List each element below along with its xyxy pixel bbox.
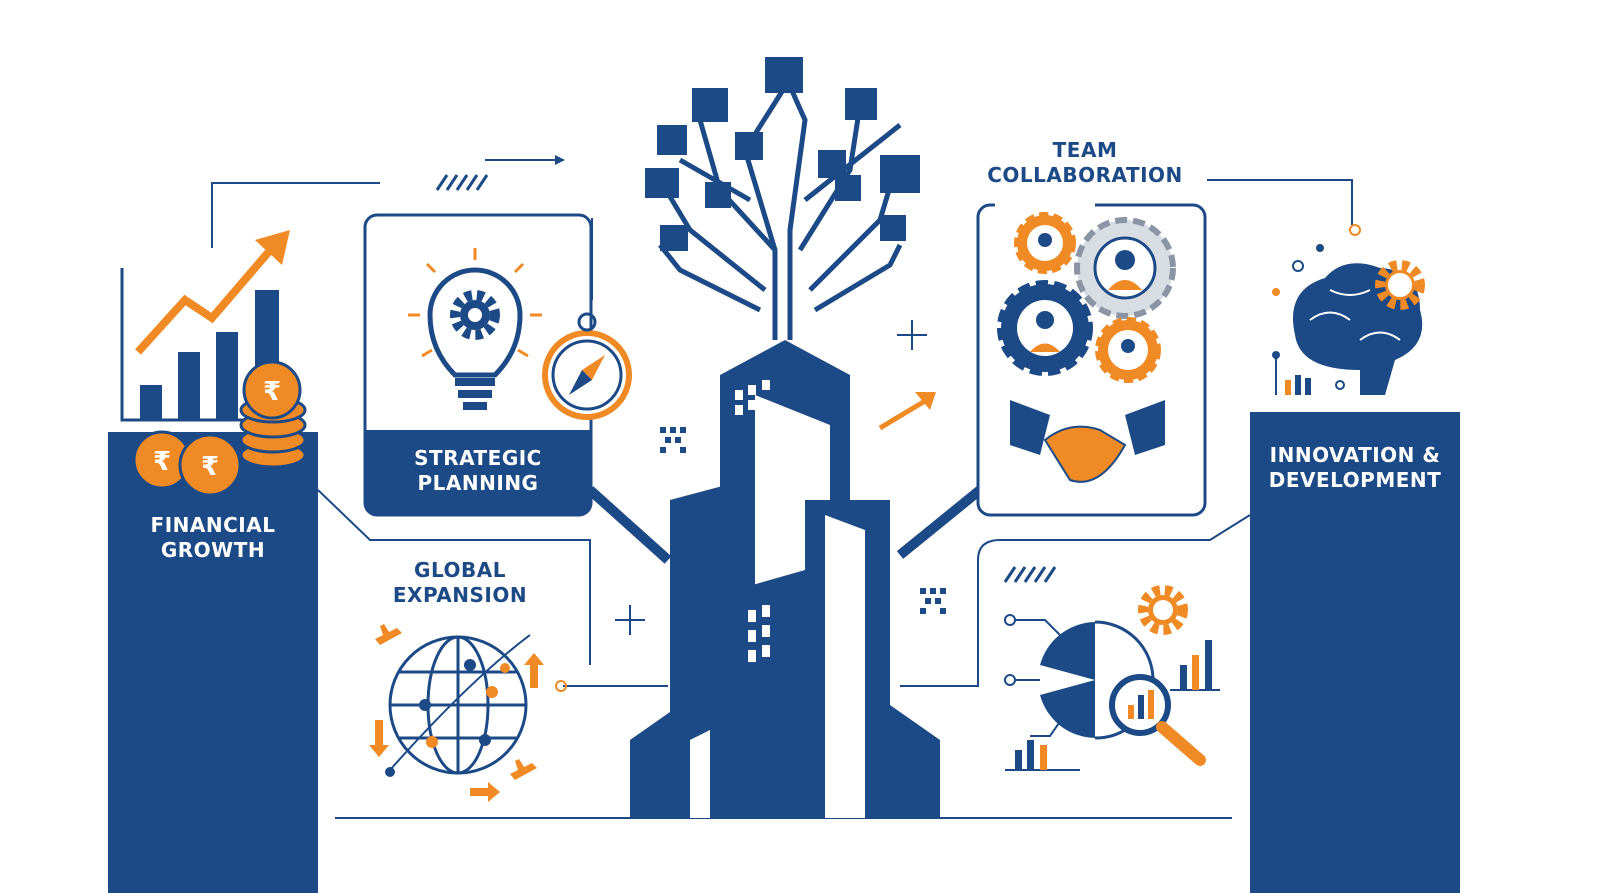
label-line: FINANCIAL [150, 513, 276, 537]
coin-symbol: ₹ [263, 377, 281, 407]
connector-lines [211, 159, 1353, 819]
global-expansion-label: GLOBAL EXPANSION [360, 558, 560, 608]
brain-gear-icon [1272, 244, 1422, 395]
team-collaboration-label: TEAM COLLABORATION [970, 138, 1200, 188]
label-line: DEVELOPMENT [1268, 468, 1442, 492]
financial-growth-label: FINANCIAL GROWTH [108, 513, 318, 563]
handshake-icon [1010, 400, 1165, 483]
globe-network-icon [385, 634, 531, 777]
strategic-planning-label: STRATEGIC PLANNING [365, 446, 591, 496]
label-line: INNOVATION & [1269, 443, 1441, 467]
magnifier-icon [1109, 674, 1206, 766]
compass-icon [542, 312, 632, 420]
team-gears-icon [997, 212, 1176, 383]
label-line: PLANNING [417, 471, 539, 495]
label-line: COLLABORATION [987, 163, 1183, 187]
hatch-marks [435, 174, 1057, 583]
airplane-icon [369, 624, 544, 802]
coin-symbol: ₹ [201, 452, 219, 482]
innovation-label: INNOVATION & DEVELOPMENT [1250, 443, 1460, 493]
label-line: TEAM [1052, 138, 1118, 162]
label-line: GLOBAL [414, 558, 506, 582]
innovation-panel [1250, 412, 1460, 893]
label-line: EXPANSION [392, 583, 528, 607]
lightbulb-gear-icon [408, 248, 542, 410]
coin-symbol: ₹ [153, 447, 171, 477]
label-line: GROWTH [160, 538, 266, 562]
skyscraper-icon [630, 340, 940, 818]
financial-growth-panel [108, 432, 318, 893]
rupee-coins-icon: ₹ ₹ ₹ [132, 360, 307, 497]
dot-grid [660, 427, 946, 614]
label-line: STRATEGIC [414, 446, 542, 470]
tree-circuit-icon [645, 57, 920, 340]
